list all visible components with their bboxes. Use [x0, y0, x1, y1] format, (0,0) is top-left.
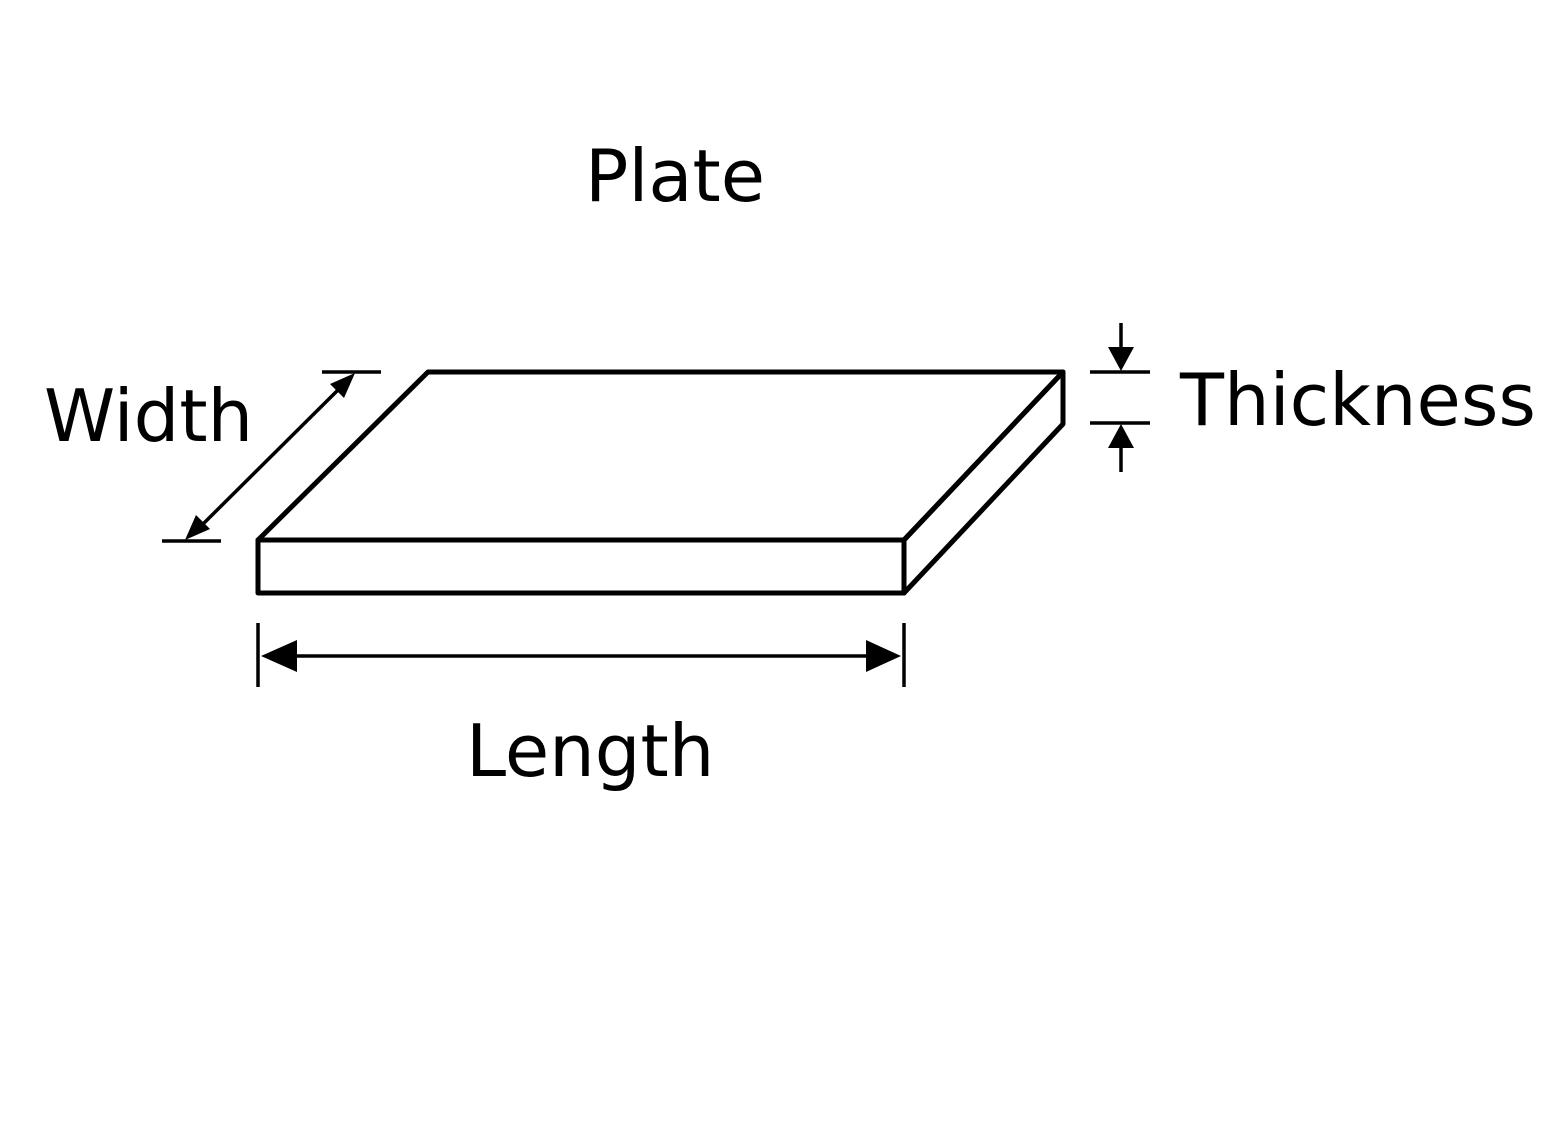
thickness-dimension: Thickness	[1090, 323, 1536, 472]
diagram-title: Plate	[585, 134, 765, 218]
length-dimension: Length	[256, 623, 906, 793]
plate-front-face	[255, 537, 907, 596]
plate-side-face	[901, 369, 1066, 596]
width-dimension-line	[198, 386, 342, 529]
width-arrowhead-top	[330, 373, 355, 398]
width-dimension: Width	[44, 370, 381, 543]
length-label: Length	[466, 709, 714, 793]
length-arrowhead-left	[261, 640, 297, 672]
plate-shape	[255, 369, 1066, 596]
thickness-label: Thickness	[1179, 358, 1536, 442]
width-arrowhead-bottom	[185, 515, 210, 540]
width-label: Width	[44, 374, 253, 458]
thickness-arrowhead-top	[1108, 347, 1134, 371]
plate-top-face	[255, 369, 1066, 543]
thickness-arrowhead-bottom	[1108, 424, 1134, 448]
length-arrowhead-right	[866, 640, 901, 672]
